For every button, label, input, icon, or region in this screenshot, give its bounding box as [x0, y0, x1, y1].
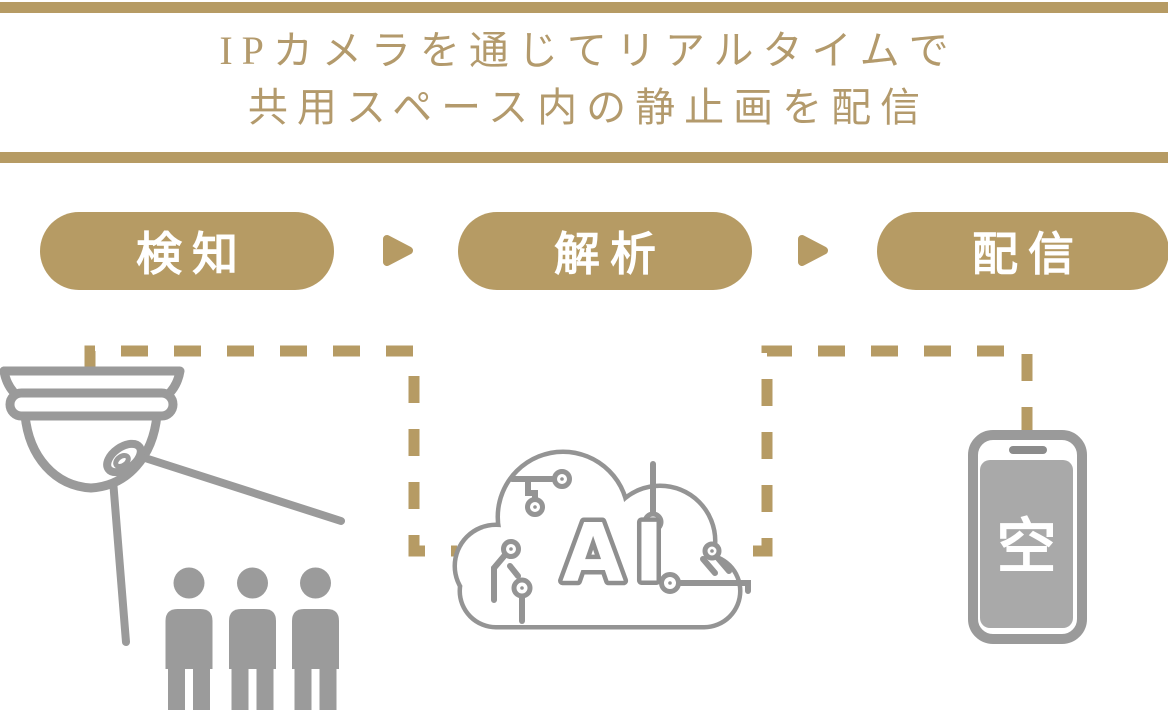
phone-speaker [1009, 446, 1047, 454]
step-pill-analysis: 解析 [458, 212, 752, 290]
vacancy-status-label: 空 [997, 514, 1057, 581]
person-icon [292, 567, 339, 710]
title-line-1: IPカメラを通じてリアルタイムで [219, 28, 958, 73]
circuit-nodes [501, 469, 722, 599]
divider-rule [0, 152, 1168, 163]
arrow-right-icon [798, 235, 828, 266]
person-icon [165, 567, 213, 710]
arrow-right-icon [383, 235, 413, 266]
ai-cloud-icon: AI [452, 449, 751, 630]
people-group-icon [165, 567, 339, 710]
step-pill-delivery: 配信 [877, 212, 1168, 290]
phone-screen [980, 460, 1073, 628]
top-rule [0, 2, 1168, 13]
circuit-traces [491, 461, 751, 624]
title-line-2: 共用スペース内の静止画を配信 [247, 85, 930, 130]
ai-cloud-label: AI [562, 507, 674, 600]
page-title: IPカメラを通じてリアルタイムで 共用スペース内の静止画を配信 [0, 22, 1168, 136]
dashed-connector-camera-to-cloud [84, 345, 457, 557]
step-label-delivery: 配信 [972, 228, 1084, 280]
step-label-analysis: 解析 [554, 228, 666, 280]
security-camera-icon [0, 366, 345, 646]
smartphone-icon: 空 [968, 430, 1087, 644]
step-pill-detection: 検知 [40, 212, 334, 290]
dashed-connector-cloud-to-phone [753, 345, 1033, 557]
person-icon [229, 567, 276, 710]
step-label-detection: 検知 [136, 228, 248, 280]
